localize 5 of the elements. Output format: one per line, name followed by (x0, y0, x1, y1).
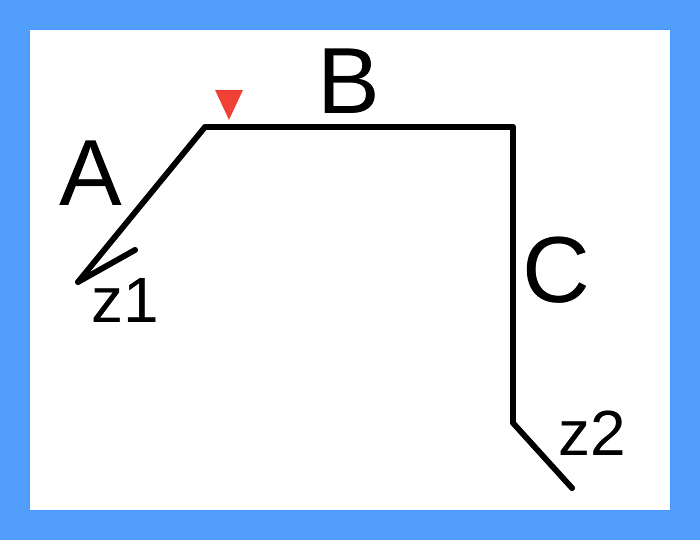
segment-label: B (317, 34, 380, 128)
segment-label: C (522, 223, 590, 317)
end-label: z2 (558, 401, 626, 465)
segment-label: A (59, 126, 122, 220)
end-label: z1 (91, 268, 159, 332)
